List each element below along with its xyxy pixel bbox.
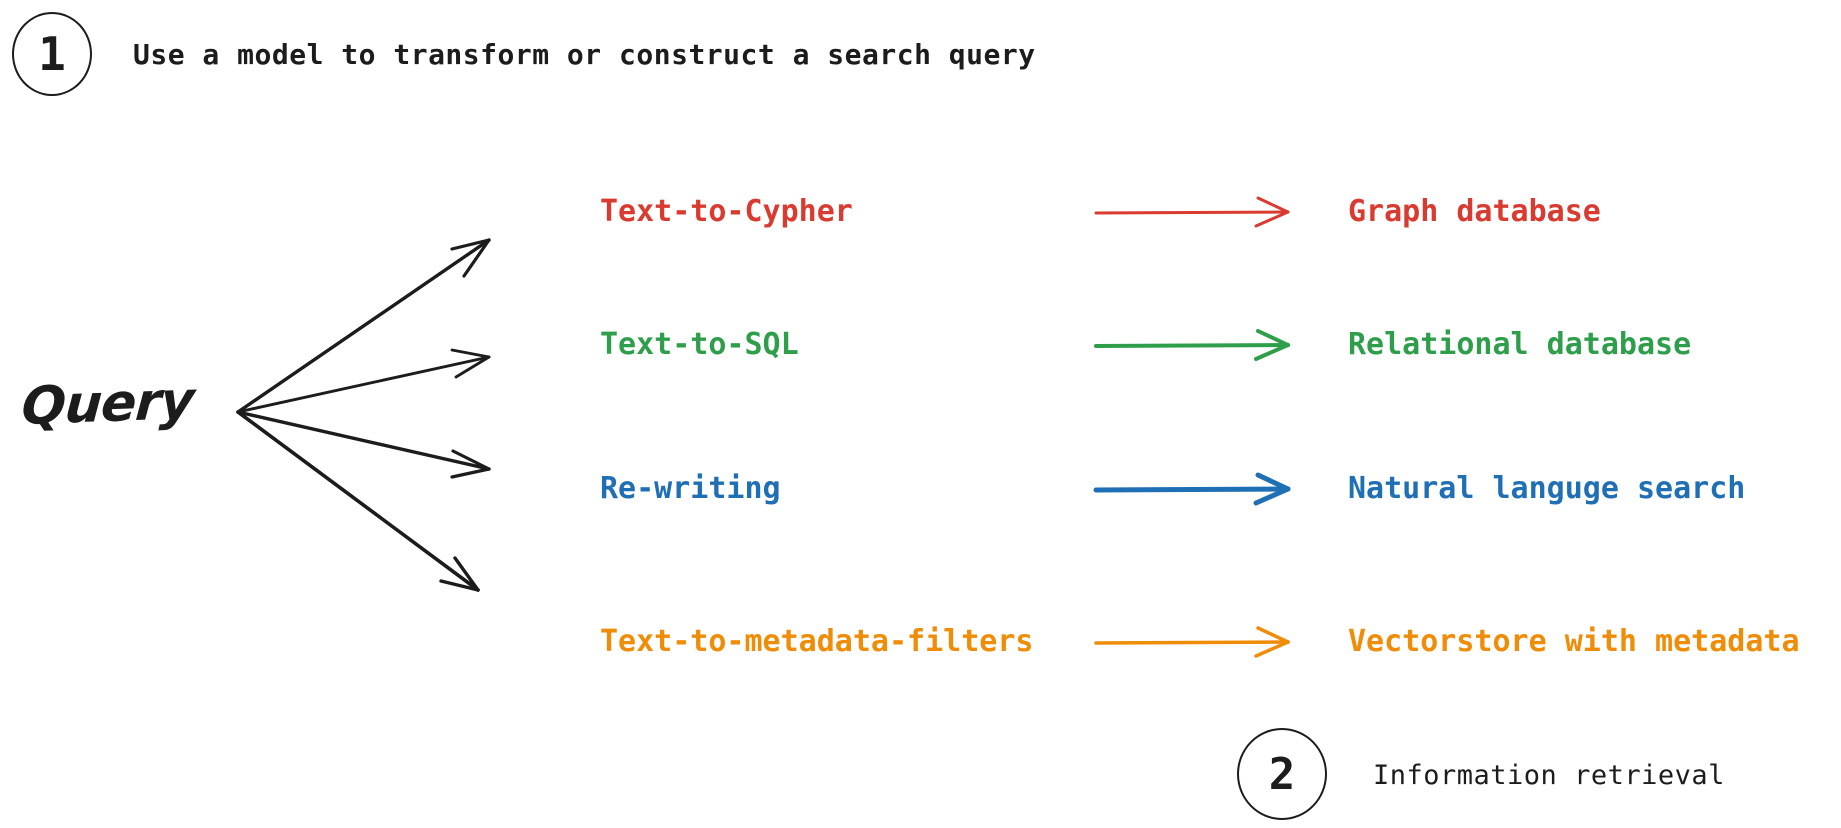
arrow-right-icon-3 bbox=[1094, 626, 1290, 658]
query-source-label: Query bbox=[19, 371, 196, 437]
arrow-right-icon-0 bbox=[1094, 196, 1290, 228]
step-2-caption: Information retrieval bbox=[1373, 760, 1725, 791]
method-label-1: Text-to-SQL bbox=[600, 327, 799, 362]
flow-row-re-writing: Re-writing Natural languge search bbox=[0, 467, 1841, 511]
step-2-number: 2 bbox=[1268, 748, 1296, 800]
flow-row-text-to-cypher: Text-to-Cypher Graph database bbox=[0, 190, 1841, 234]
target-label-1: Relational database bbox=[1348, 327, 1692, 362]
arrow-right-icon-1 bbox=[1094, 329, 1290, 361]
step-1-caption: Use a model to transform or construct a … bbox=[133, 38, 1036, 71]
step-2-badge: 2 bbox=[1237, 728, 1327, 820]
target-label-2: Natural languge search bbox=[1348, 471, 1746, 506]
flow-row-text-to-metadata-filters: Text-to-metadata-filters Vectorstore wit… bbox=[0, 620, 1841, 664]
flow-row-text-to-sql: Text-to-SQL Relational database bbox=[0, 323, 1841, 367]
method-label-3: Text-to-metadata-filters bbox=[600, 624, 1034, 659]
target-label-3: Vectorstore with metadata bbox=[1348, 624, 1800, 659]
method-label-0: Text-to-Cypher bbox=[600, 194, 853, 229]
arrow-right-icon-2 bbox=[1093, 472, 1291, 506]
target-label-0: Graph database bbox=[1348, 194, 1601, 229]
step-1-number: 1 bbox=[38, 27, 66, 81]
method-label-2: Re-writing bbox=[600, 471, 781, 506]
step-1-badge: 1 bbox=[12, 12, 92, 96]
